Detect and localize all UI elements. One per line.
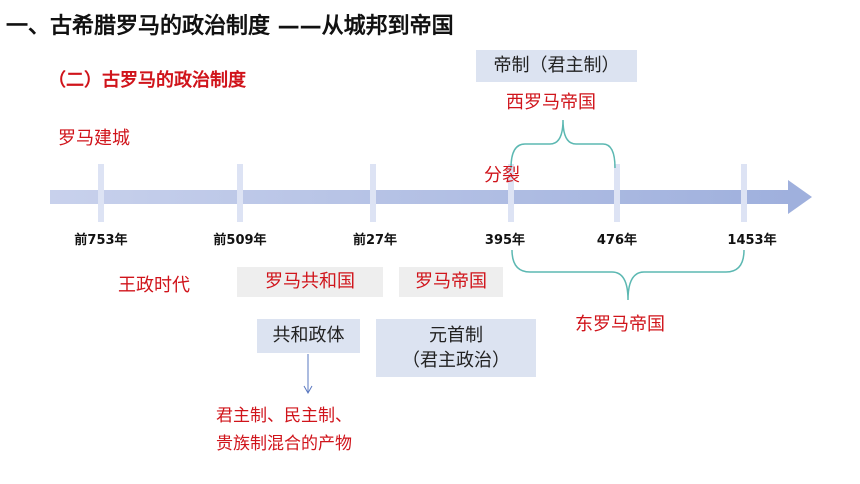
period-republic: 罗马共和国 [237, 267, 383, 297]
year-label: 476年 [596, 233, 638, 248]
east-empire-brace [511, 249, 745, 301]
year-label: 1453年 [727, 233, 777, 248]
principate-box: 元首制 （君主政治） [376, 319, 536, 377]
note-line-1: 君主制、民主制、 [216, 406, 352, 426]
republic-gov-box: 共和政体 [257, 319, 360, 353]
note-line-2: 贵族制混合的产物 [216, 434, 352, 454]
tick-1453 [741, 164, 747, 222]
tick-395 [508, 164, 514, 222]
year-label: 前27年 [352, 233, 398, 248]
year-label: 395年 [484, 233, 526, 248]
year-label: 前753年 [74, 233, 128, 248]
west-empire-brace [510, 119, 616, 169]
tick-753bc [98, 164, 104, 222]
period-empire: 罗马帝国 [399, 267, 503, 297]
down-arrow [303, 354, 313, 395]
mixed-constitution-note: 君主制、民主制、 贵族制混合的产物 [216, 402, 352, 458]
period-kingdom: 王政时代 [118, 275, 190, 296]
split-label: 分裂 [484, 165, 520, 186]
monarchy-box: 帝制（君主制） [476, 50, 637, 82]
west-empire-label: 西罗马帝国 [506, 92, 596, 113]
tick-509bc [237, 164, 243, 222]
year-label: 前509年 [213, 233, 267, 248]
principate-subtitle: （君主政治） [402, 350, 510, 371]
east-empire-label: 东罗马帝国 [575, 314, 665, 335]
section-subtitle: （二）古罗马的政治制度 [48, 70, 246, 91]
founding-label: 罗马建城 [58, 128, 130, 149]
principate-title: 元首制 [429, 325, 483, 346]
timeline-ticks [98, 164, 747, 222]
timeline-arrow [50, 180, 812, 214]
tick-27bc [370, 164, 376, 222]
tick-476 [614, 164, 620, 222]
page-title: 一、古希腊罗马的政治制度 ——从城邦到帝国 [6, 14, 454, 39]
